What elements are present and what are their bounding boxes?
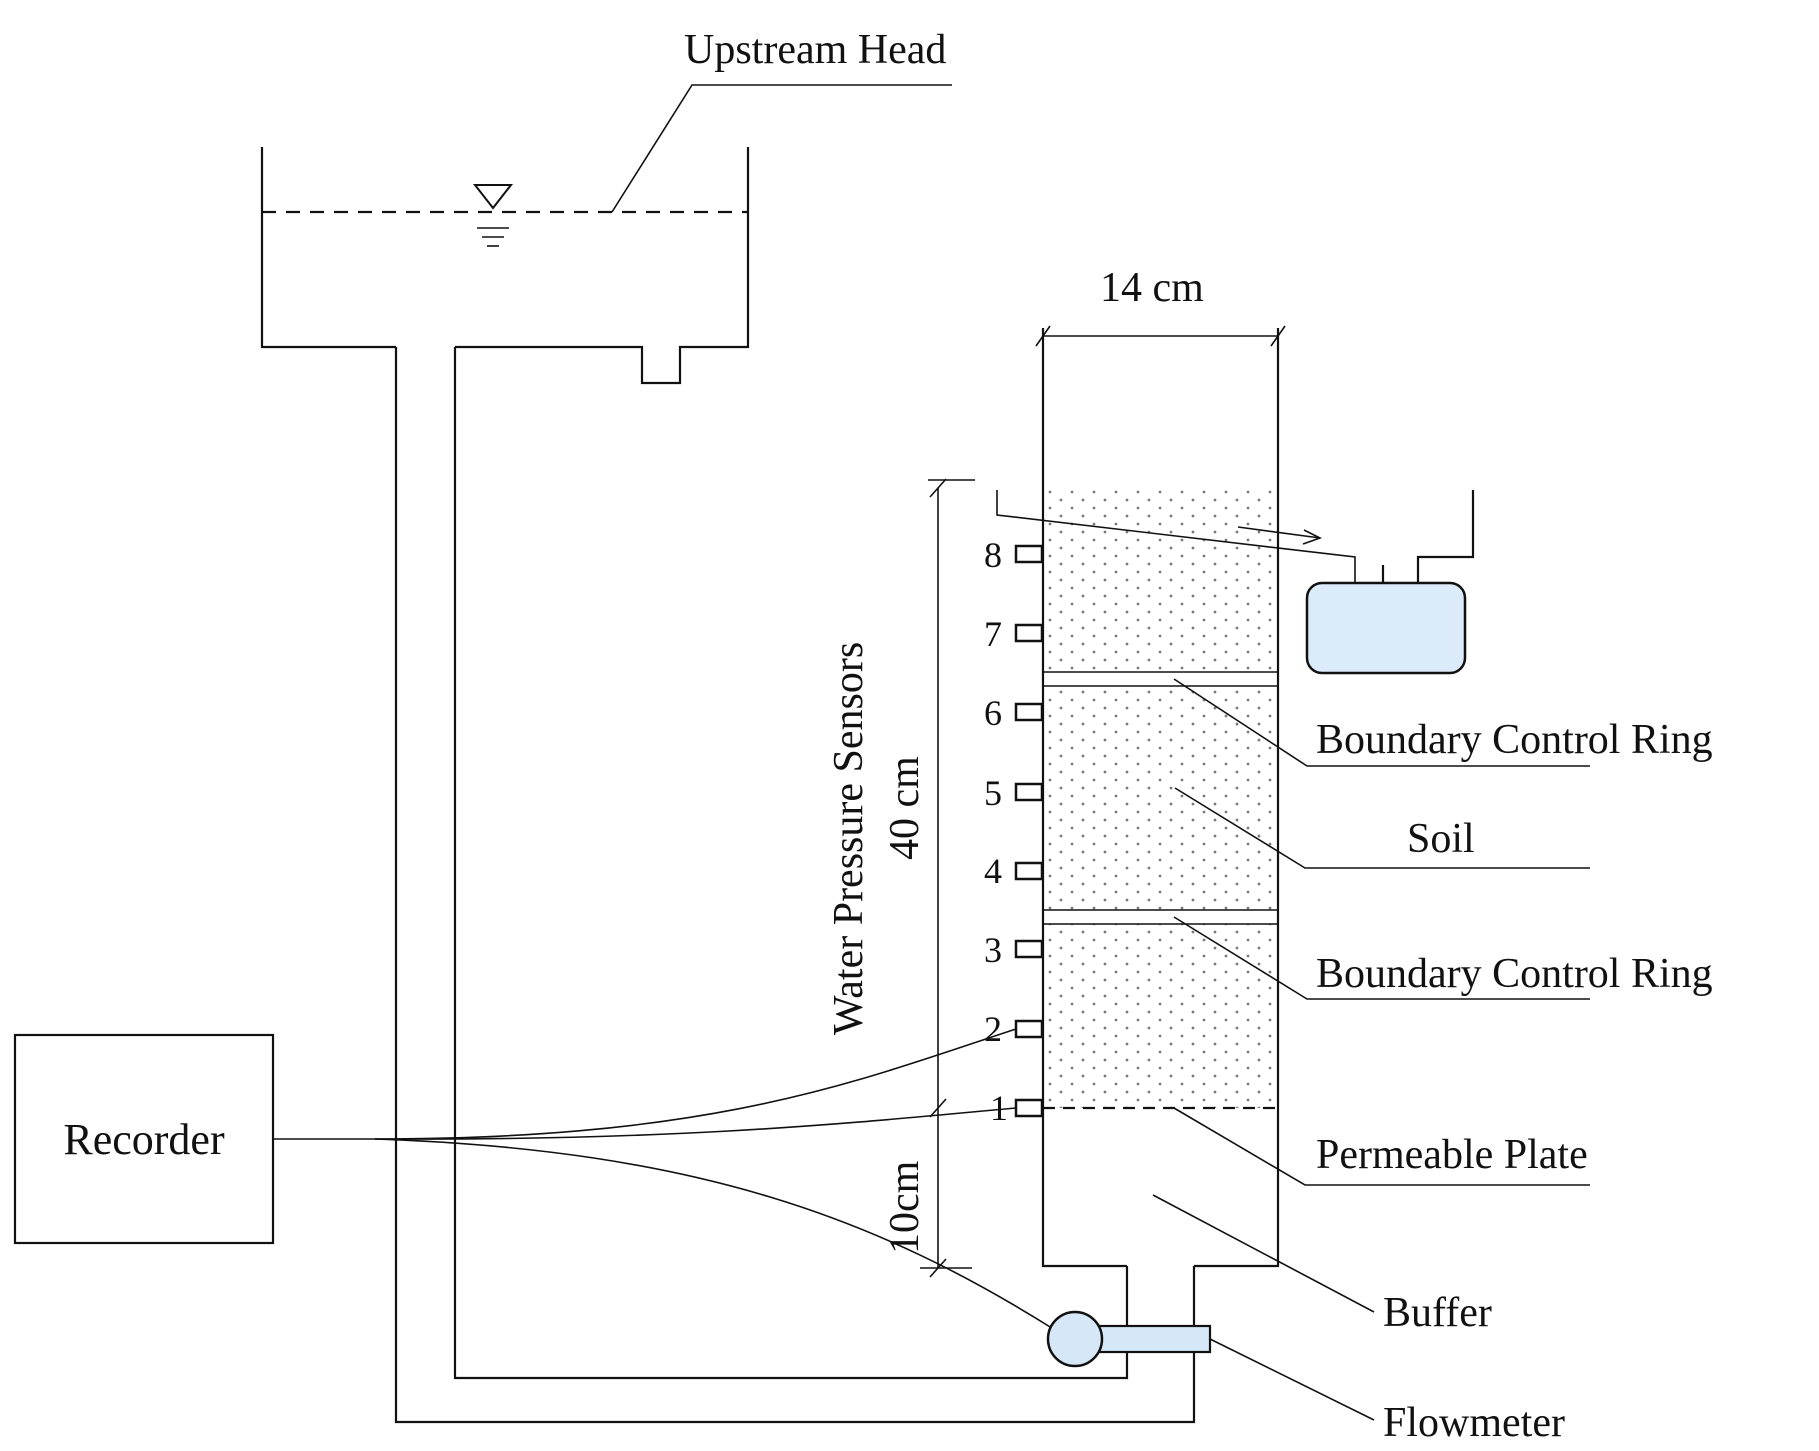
- soil-layer-upper: [1045, 490, 1276, 672]
- soil-layer-middle: [1045, 686, 1276, 910]
- overflow-line: [996, 490, 1356, 583]
- buffer-height-label: 10cm: [882, 1160, 928, 1254]
- sensor-number-6: 6: [984, 693, 1002, 733]
- sensor-7: [1014, 623, 1044, 643]
- plate-label: Permeable Plate: [1316, 1132, 1588, 1178]
- ring-bottom-label: Boundary Control Ring: [1316, 951, 1713, 997]
- sensor-3: [1014, 939, 1044, 959]
- boundary-control-ring-bottom: [1043, 909, 1278, 925]
- soil-label: Soil: [1407, 816, 1475, 862]
- sensor-number-5: 5: [984, 773, 1002, 813]
- flowmeter-pipe: [1094, 1324, 1212, 1354]
- sensor-cables: [273, 1028, 1056, 1331]
- water-level-icon: [472, 184, 514, 247]
- buffer-label: Buffer: [1383, 1290, 1492, 1336]
- sensor-number-1: 1: [990, 1088, 1008, 1128]
- flowmeter-label: Flowmeter: [1383, 1400, 1565, 1446]
- recorder-box: [13, 1033, 275, 1245]
- inner-pipe: [453, 347, 1129, 1380]
- sensor-6: [1014, 702, 1044, 722]
- ring-top-label: Boundary Control Ring: [1316, 717, 1713, 763]
- sensor-5: [1014, 782, 1044, 802]
- upstream-tank: [260, 147, 750, 385]
- height-dimension-label: 40 cm: [882, 756, 928, 860]
- boundary-control-ring-top: [1043, 671, 1278, 687]
- leader-lines: [1152, 678, 1590, 1421]
- sensor-number-7: 7: [984, 614, 1002, 654]
- overflow-tank: [1305, 581, 1467, 675]
- overflow-outlet: [1381, 490, 1475, 583]
- sensor-number-2: 2: [984, 1009, 1002, 1049]
- sensor-4: [1014, 861, 1044, 881]
- sensor-1: [1014, 1098, 1044, 1118]
- sensor-number-3: 3: [984, 930, 1002, 970]
- flowmeter-gauge: [1046, 1310, 1104, 1368]
- sensor-number-4: 4: [984, 851, 1002, 891]
- sensor-number-8: 8: [984, 535, 1002, 575]
- upstream-head-leader: [611, 84, 952, 213]
- width-dimension-label: 14 cm: [1100, 265, 1204, 311]
- sensor-2: [1014, 1019, 1044, 1039]
- sensors-label: Water Pressure Sensors: [826, 642, 872, 1035]
- width-dimension: [1035, 325, 1286, 347]
- height-dimension: [920, 478, 975, 1278]
- recorder-label: Recorder: [63, 1115, 225, 1164]
- flow-direction-arrow: [1237, 526, 1323, 545]
- soil-layer-lower: [1045, 924, 1276, 1108]
- upstream-head-label: Upstream Head: [684, 27, 946, 73]
- sensor-8: [1014, 544, 1044, 564]
